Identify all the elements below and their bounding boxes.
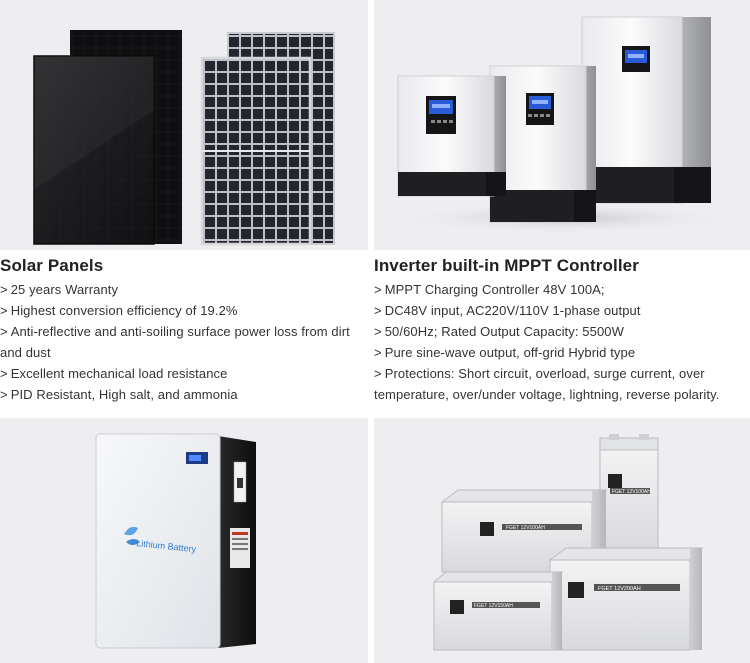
feature-line: >Excellent mechanical load resistance: [0, 363, 370, 384]
lead-acid-batteries-illustration: FGET 12V100AH FGET 12V100AH FGET 12V200A…: [432, 434, 704, 651]
feature-line: >Anti-reflective and anti-soiling surfac…: [0, 321, 370, 363]
feature-line: >DC48V input, AC220V/110V 1-phase output: [374, 300, 750, 321]
solar-panels-title: Solar Panels: [0, 256, 104, 275]
brand-logo-icon: [608, 474, 622, 488]
leaf-icon: [124, 526, 140, 545]
inverter-image: [374, 0, 750, 250]
battery-small-front: FGET 12V150AH: [432, 571, 564, 651]
brand-logo-icon: [450, 600, 464, 614]
inverter-title: Inverter built-in MPPT Controller: [374, 256, 639, 275]
battery-model-label: FGET 12V200AH: [598, 586, 641, 592]
battery-model-label: FGET 12V100AH: [612, 489, 651, 495]
lithium-battery-illustration: Lithium Battery: [95, 433, 256, 649]
feature-text: Pure sine-wave output, off-grid Hybrid t…: [384, 345, 636, 360]
inverter-illustration: [394, 16, 734, 234]
feature-text: Protections: Short circuit, overload, su…: [374, 366, 720, 402]
feature-text: MPPT Charging Controller 48V 100A;: [384, 282, 605, 297]
feature-line: >PID Resistant, High salt, and ammonia: [0, 384, 370, 405]
bullet-marker: >: [0, 303, 8, 318]
feature-text: DC48V input, AC220V/110V 1-phase output: [384, 303, 641, 318]
bullet-marker: >: [374, 282, 382, 297]
feature-line: >MPPT Charging Controller 48V 100A;: [374, 279, 750, 300]
brand-logo-icon: [480, 522, 494, 536]
battery-front: [95, 433, 221, 649]
feature-line: >Pure sine-wave output, off-grid Hybrid …: [374, 342, 750, 363]
solar-panels-description: Solar Panels >25 years Warranty >Highest…: [0, 253, 370, 405]
brand-logo-icon: [568, 582, 584, 598]
battery-large-back: FGET 12V100AH: [440, 489, 608, 573]
lead-acid-batteries-image: FGET 12V100AH FGET 12V100AH FGET 12V200A…: [374, 418, 750, 663]
feature-text: Excellent mechanical load resistance: [10, 366, 228, 381]
battery-tall: FGET 12V100AH: [599, 434, 659, 555]
inverter-small: [397, 75, 506, 197]
battery-model-label: FGET 12V150AH: [474, 603, 513, 609]
feature-line: >50/60Hz; Rated Output Capacity: 5500W: [374, 321, 750, 342]
inverter-large: [581, 16, 711, 204]
bullet-marker: >: [374, 366, 382, 381]
bullet-marker: >: [374, 303, 382, 318]
feature-line: >25 years Warranty: [0, 279, 370, 300]
bullet-marker: >: [0, 387, 8, 402]
feature-text: Anti-reflective and anti-soiling surface…: [0, 324, 350, 360]
feature-text: 50/60Hz; Rated Output Capacity: 5500W: [384, 324, 624, 339]
feature-line: >Highest conversion efficiency of 19.2%: [0, 300, 370, 321]
bullet-marker: >: [374, 324, 382, 339]
bullet-marker: >: [0, 282, 8, 297]
battery-large-front: FGET 12V200AH: [548, 547, 704, 651]
feature-text: 25 years Warranty: [10, 282, 119, 297]
bullet-marker: >: [374, 345, 382, 360]
solar-panels-illustration: [33, 30, 335, 246]
lithium-battery-image: Lithium Battery: [0, 418, 368, 663]
feature-line: >Protections: Short circuit, overload, s…: [374, 363, 750, 405]
feature-text: PID Resistant, High salt, and ammonia: [10, 387, 238, 402]
battery-model-label: FGET 12V100AH: [506, 525, 545, 531]
bullet-marker: >: [0, 366, 8, 381]
feature-text: Highest conversion efficiency of 19.2%: [10, 303, 238, 318]
bullet-marker: >: [0, 324, 8, 339]
inverter-description: Inverter built-in MPPT Controller >MPPT …: [374, 253, 750, 405]
solar-panels-image: [0, 0, 368, 250]
